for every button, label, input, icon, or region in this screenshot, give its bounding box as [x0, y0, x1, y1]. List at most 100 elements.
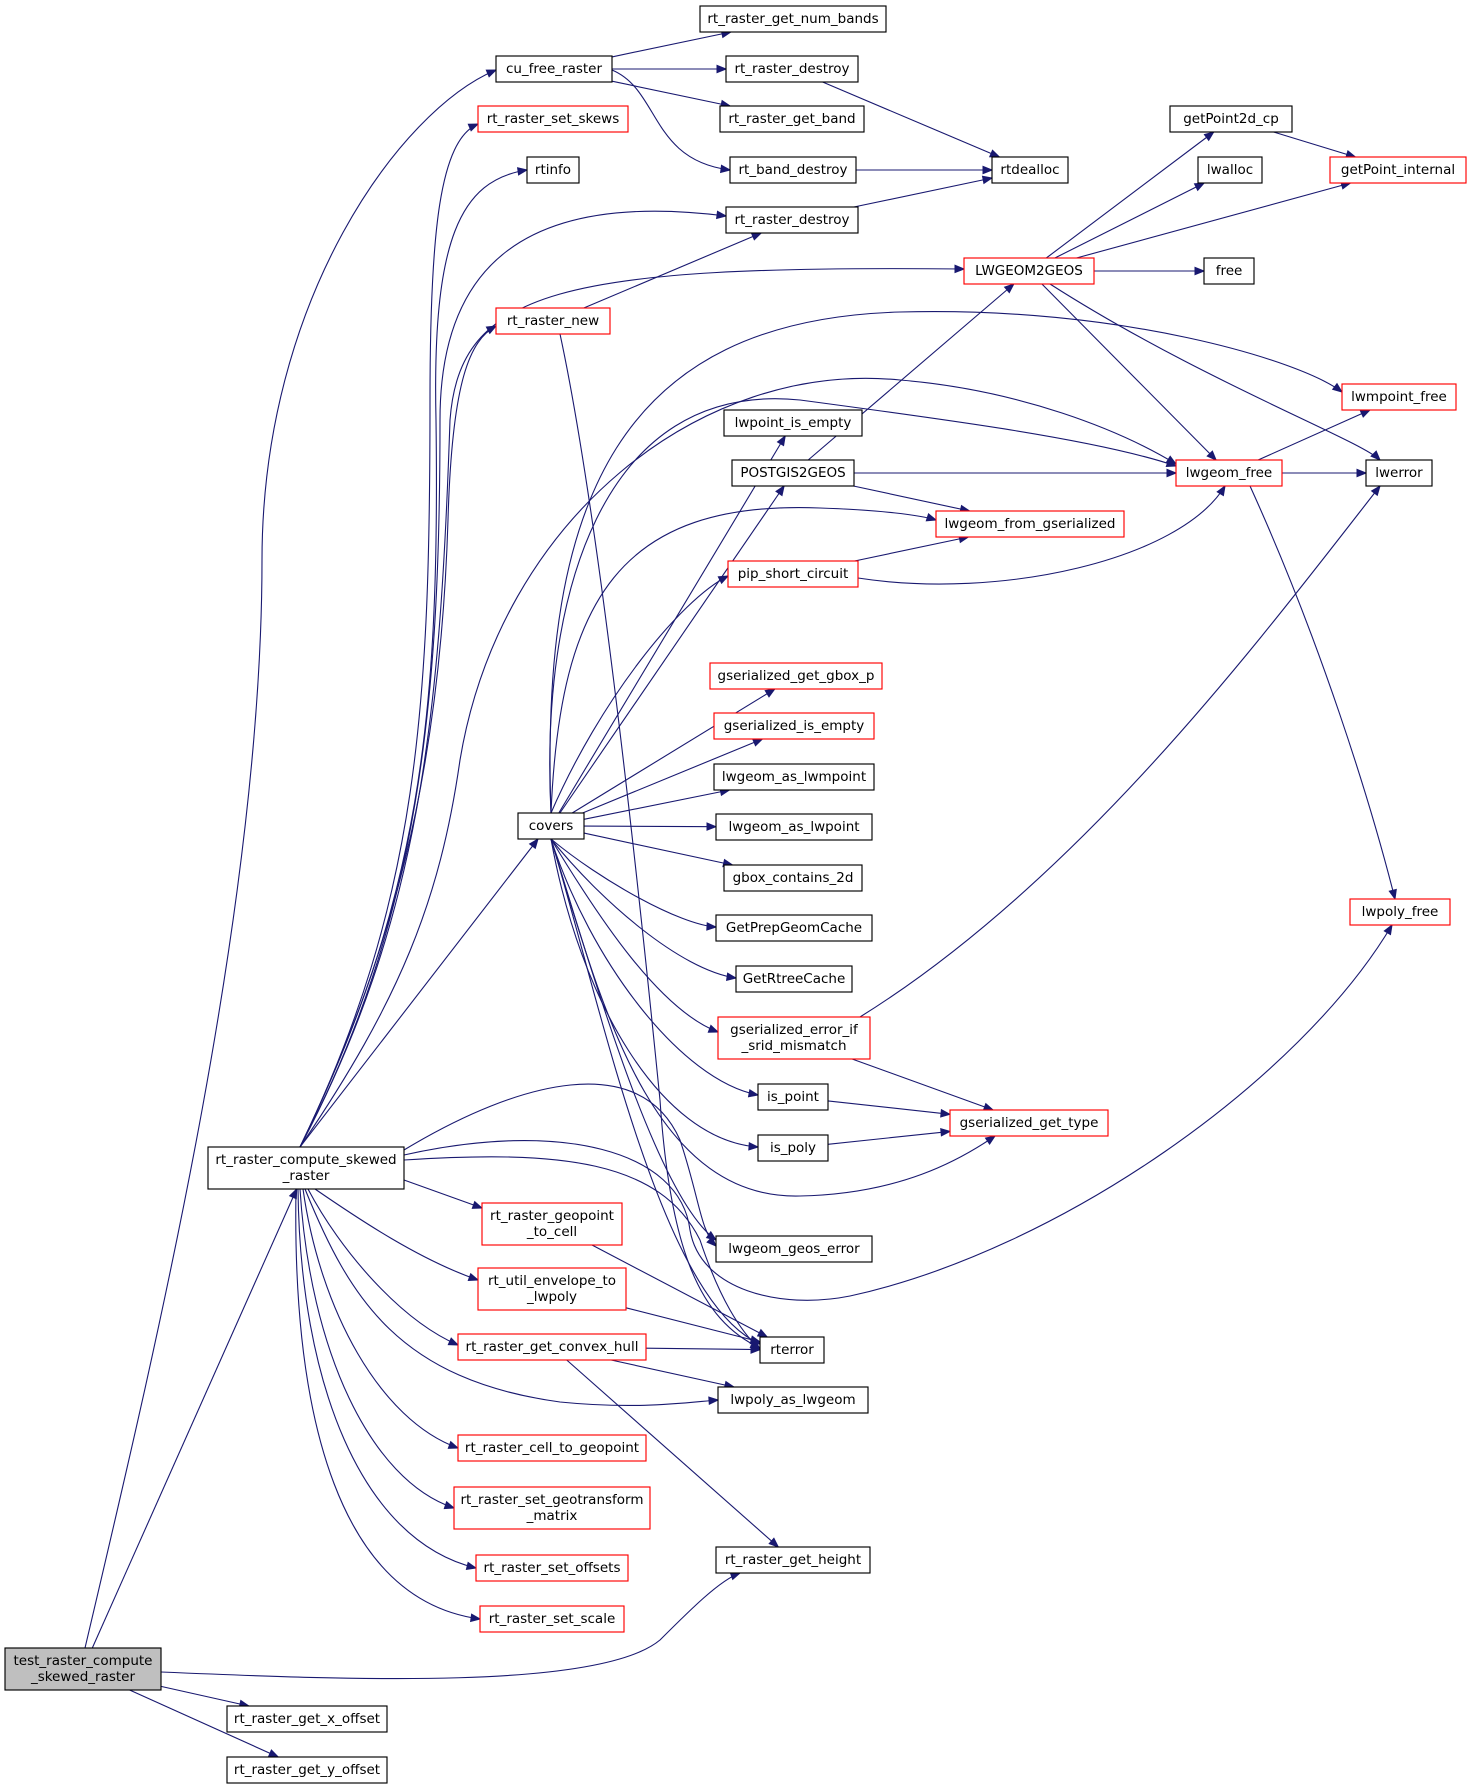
node-box[interactable]	[475, 1554, 629, 1582]
node-box[interactable]	[1365, 459, 1433, 487]
node-box[interactable]	[963, 257, 1095, 285]
node-is-point[interactable]: is_point	[757, 1083, 829, 1111]
node-rt-raster-set-scale[interactable]: rt_raster_set_scale	[479, 1605, 625, 1633]
node-box[interactable]	[1197, 156, 1263, 184]
node-rt-raster-new[interactable]: rt_raster_new	[495, 307, 611, 335]
node-lwgeom-as-lwpoint[interactable]: lwgeom_as_lwpoint	[715, 813, 873, 841]
node-box[interactable]	[1349, 898, 1451, 926]
node-box[interactable]	[1203, 257, 1255, 285]
node-box[interactable]	[731, 459, 855, 487]
node-box[interactable]	[226, 1756, 388, 1784]
node-gserialized-get-type[interactable]: gserialized_get_type	[949, 1109, 1109, 1137]
node-box[interactable]	[495, 55, 613, 83]
node-box[interactable]	[715, 813, 873, 841]
node-box[interactable]	[207, 1146, 405, 1190]
node-rt-raster-get-band[interactable]: rt_raster_get_band	[719, 105, 865, 133]
node-rt-raster-get-y-offset[interactable]: rt_raster_get_y_offset	[226, 1756, 388, 1784]
node-rt-band-destroy[interactable]: rt_band_destroy	[729, 156, 857, 184]
node-box[interactable]	[759, 1336, 825, 1364]
node-box[interactable]	[709, 662, 883, 690]
node-lwpoly-as-lwgeom[interactable]: lwpoly_as_lwgeom	[717, 1386, 869, 1414]
node-lwpoint-is-empty[interactable]: lwpoint_is_empty	[723, 409, 863, 437]
node-lwpoly-free[interactable]: lwpoly_free	[1349, 898, 1451, 926]
node-rt-raster-destroy-b[interactable]: rt_raster_destroy	[725, 206, 859, 234]
node-box[interactable]	[481, 1202, 623, 1246]
node-box[interactable]	[1341, 383, 1457, 411]
node-lwgeom-as-lwmpoint[interactable]: lwgeom_as_lwmpoint	[713, 763, 875, 791]
node-box[interactable]	[495, 307, 611, 335]
node-box[interactable]	[457, 1434, 647, 1462]
node-covers[interactable]: covers	[517, 812, 585, 840]
node-gserialized-get-gbox-p[interactable]: gserialized_get_gbox_p	[709, 662, 883, 690]
node-rt-raster-set-skews[interactable]: rt_raster_set_skews	[477, 105, 629, 133]
node-cu-free-raster[interactable]: cu_free_raster	[495, 55, 613, 83]
node-box[interactable]	[457, 1333, 647, 1361]
node-test-raster-compute-skewed-raster[interactable]: test_raster_compute_skewed_raster	[4, 1647, 162, 1691]
node-box[interactable]	[226, 1705, 388, 1733]
node-rt-raster-get-num-bands[interactable]: rt_raster_get_num_bands	[699, 5, 887, 33]
node-rt-raster-set-offsets[interactable]: rt_raster_set_offsets	[475, 1554, 629, 1582]
node-box[interactable]	[1169, 105, 1293, 133]
node-box[interactable]	[713, 712, 875, 740]
node-box[interactable]	[723, 409, 863, 437]
node-box[interactable]	[719, 105, 865, 133]
node-box[interactable]	[729, 156, 857, 184]
node-rt-raster-get-height[interactable]: rt_raster_get_height	[715, 1546, 871, 1574]
node-box[interactable]	[479, 1605, 625, 1633]
node-gbox-contains-2d[interactable]: gbox_contains_2d	[723, 864, 863, 892]
node-box[interactable]	[713, 763, 875, 791]
node-lwgeom-from-gserialized[interactable]: lwgeom_from_gserialized	[935, 510, 1125, 538]
node-rtdealloc[interactable]: rtdealloc	[991, 156, 1069, 184]
node-box[interactable]	[717, 1386, 869, 1414]
node-lwalloc[interactable]: lwalloc	[1197, 156, 1263, 184]
node-box[interactable]	[477, 105, 629, 133]
node-box[interactable]	[727, 560, 859, 588]
node-box[interactable]	[725, 55, 859, 83]
node-lwerror[interactable]: lwerror	[1365, 459, 1433, 487]
node-box[interactable]	[699, 5, 887, 33]
node-lwgeom-free[interactable]: lwgeom_free	[1175, 459, 1283, 487]
node-box[interactable]	[725, 206, 859, 234]
node-rt-raster-set-geotransform-matrix[interactable]: rt_raster_set_geotransform_matrix	[453, 1486, 651, 1530]
node-gserialized-error-if-srid-mismatch[interactable]: gserialized_error_if_srid_mismatch	[717, 1016, 871, 1060]
node-free[interactable]: free	[1203, 257, 1255, 285]
node-getpoint2d-cp[interactable]: getPoint2d_cp	[1169, 105, 1293, 133]
node-box[interactable]	[935, 510, 1125, 538]
node-box[interactable]	[757, 1083, 829, 1111]
node-getrtreecache[interactable]: GetRtreeCache	[735, 965, 853, 993]
node-gserialized-is-empty[interactable]: gserialized_is_empty	[713, 712, 875, 740]
node-box[interactable]	[723, 864, 863, 892]
node-box[interactable]	[4, 1647, 162, 1691]
node-box[interactable]	[1329, 156, 1467, 184]
node-rt-raster-cell-to-geopoint[interactable]: rt_raster_cell_to_geopoint	[457, 1434, 647, 1462]
node-box[interactable]	[453, 1486, 651, 1530]
node-rt-raster-destroy-a[interactable]: rt_raster_destroy	[725, 55, 859, 83]
node-box[interactable]	[526, 156, 580, 184]
node-box[interactable]	[715, 914, 873, 942]
node-rt-raster-compute-skewed-raster[interactable]: rt_raster_compute_skewed_raster	[207, 1146, 405, 1190]
node-is-poly[interactable]: is_poly	[757, 1134, 829, 1162]
node-box[interactable]	[477, 1267, 627, 1311]
node-rt-raster-geopoint-to-cell[interactable]: rt_raster_geopoint_to_cell	[481, 1202, 623, 1246]
node-rtinfo[interactable]: rtinfo	[526, 156, 580, 184]
node-rt-raster-get-x-offset[interactable]: rt_raster_get_x_offset	[226, 1705, 388, 1733]
node-lwgeom-geos-error[interactable]: lwgeom_geos_error	[715, 1235, 873, 1263]
node-postgis2geos[interactable]: POSTGIS2GEOS	[731, 459, 855, 487]
node-getprepgeomcache[interactable]: GetPrepGeomCache	[715, 914, 873, 942]
node-box[interactable]	[717, 1016, 871, 1060]
node-box[interactable]	[715, 1546, 871, 1574]
node-rt-util-envelope-to-lwpoly[interactable]: rt_util_envelope_to_lwpoly	[477, 1267, 627, 1311]
node-box[interactable]	[949, 1109, 1109, 1137]
node-box[interactable]	[715, 1235, 873, 1263]
node-box[interactable]	[517, 812, 585, 840]
node-box[interactable]	[1175, 459, 1283, 487]
node-rt-raster-get-convex-hull[interactable]: rt_raster_get_convex_hull	[457, 1333, 647, 1361]
node-box[interactable]	[757, 1134, 829, 1162]
node-box[interactable]	[991, 156, 1069, 184]
node-box[interactable]	[735, 965, 853, 993]
node-pip-short-circuit[interactable]: pip_short_circuit	[727, 560, 859, 588]
node-rterror[interactable]: rterror	[759, 1336, 825, 1364]
node-lwgeom2geos[interactable]: LWGEOM2GEOS	[963, 257, 1095, 285]
node-getpoint-internal[interactable]: getPoint_internal	[1329, 156, 1467, 184]
node-lwmpoint-free[interactable]: lwmpoint_free	[1341, 383, 1457, 411]
